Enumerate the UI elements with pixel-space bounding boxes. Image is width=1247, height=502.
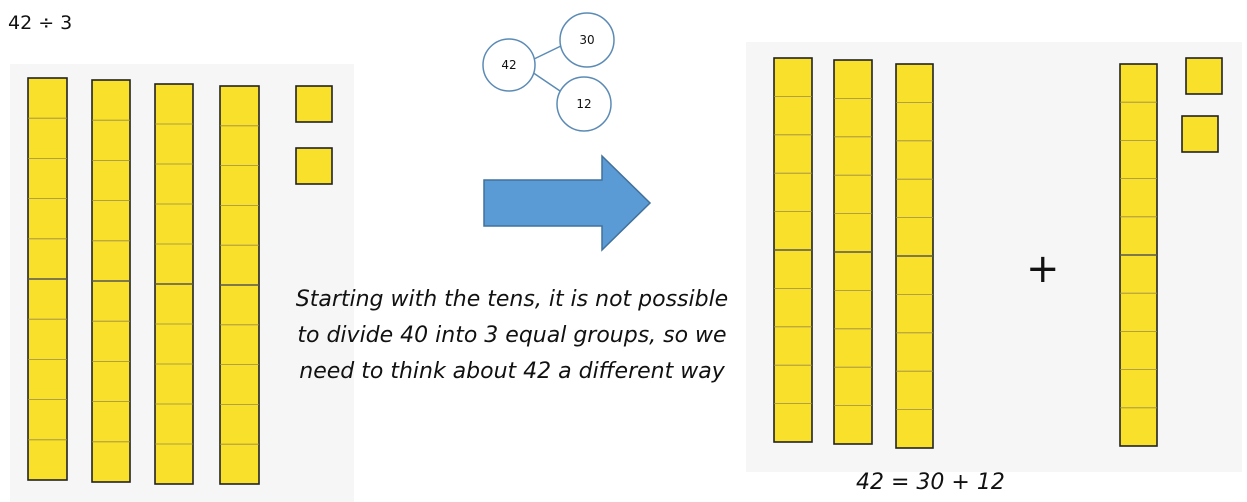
tens-rod (27, 77, 68, 481)
bond-line-bottom (531, 71, 564, 94)
bond-part-b-circle (556, 76, 612, 132)
tens-rod (154, 83, 194, 485)
tens-rod (833, 59, 873, 445)
ones-cube (295, 85, 333, 123)
bond-part-a-circle (559, 12, 615, 68)
tens-rod (91, 79, 131, 483)
bond-part-b-label: 12 (576, 97, 591, 111)
bond-whole-circle (482, 38, 536, 92)
rods-layer (27, 57, 1223, 485)
ones-cube (1185, 57, 1223, 95)
number-bond: 42 30 12 (482, 12, 615, 132)
equation: 42 = 30 + 12 (856, 470, 1005, 495)
tens-rod (773, 57, 813, 443)
page-title: 42 ÷ 3 (8, 12, 73, 34)
explanation-caption: Starting with the tens, it is not possib… (295, 287, 729, 384)
right-arrow-icon (483, 154, 652, 252)
bond-part-a-label: 30 (579, 33, 594, 47)
ones-cube (1181, 115, 1219, 153)
bond-line-top (531, 44, 564, 61)
tens-rod (219, 85, 260, 485)
right-panel (746, 42, 1242, 472)
ones-cube (295, 147, 333, 185)
bond-whole-label: 42 (501, 58, 516, 72)
tens-rod (895, 63, 934, 449)
tens-rod (1119, 63, 1158, 447)
plus-sign: + (1026, 246, 1060, 292)
